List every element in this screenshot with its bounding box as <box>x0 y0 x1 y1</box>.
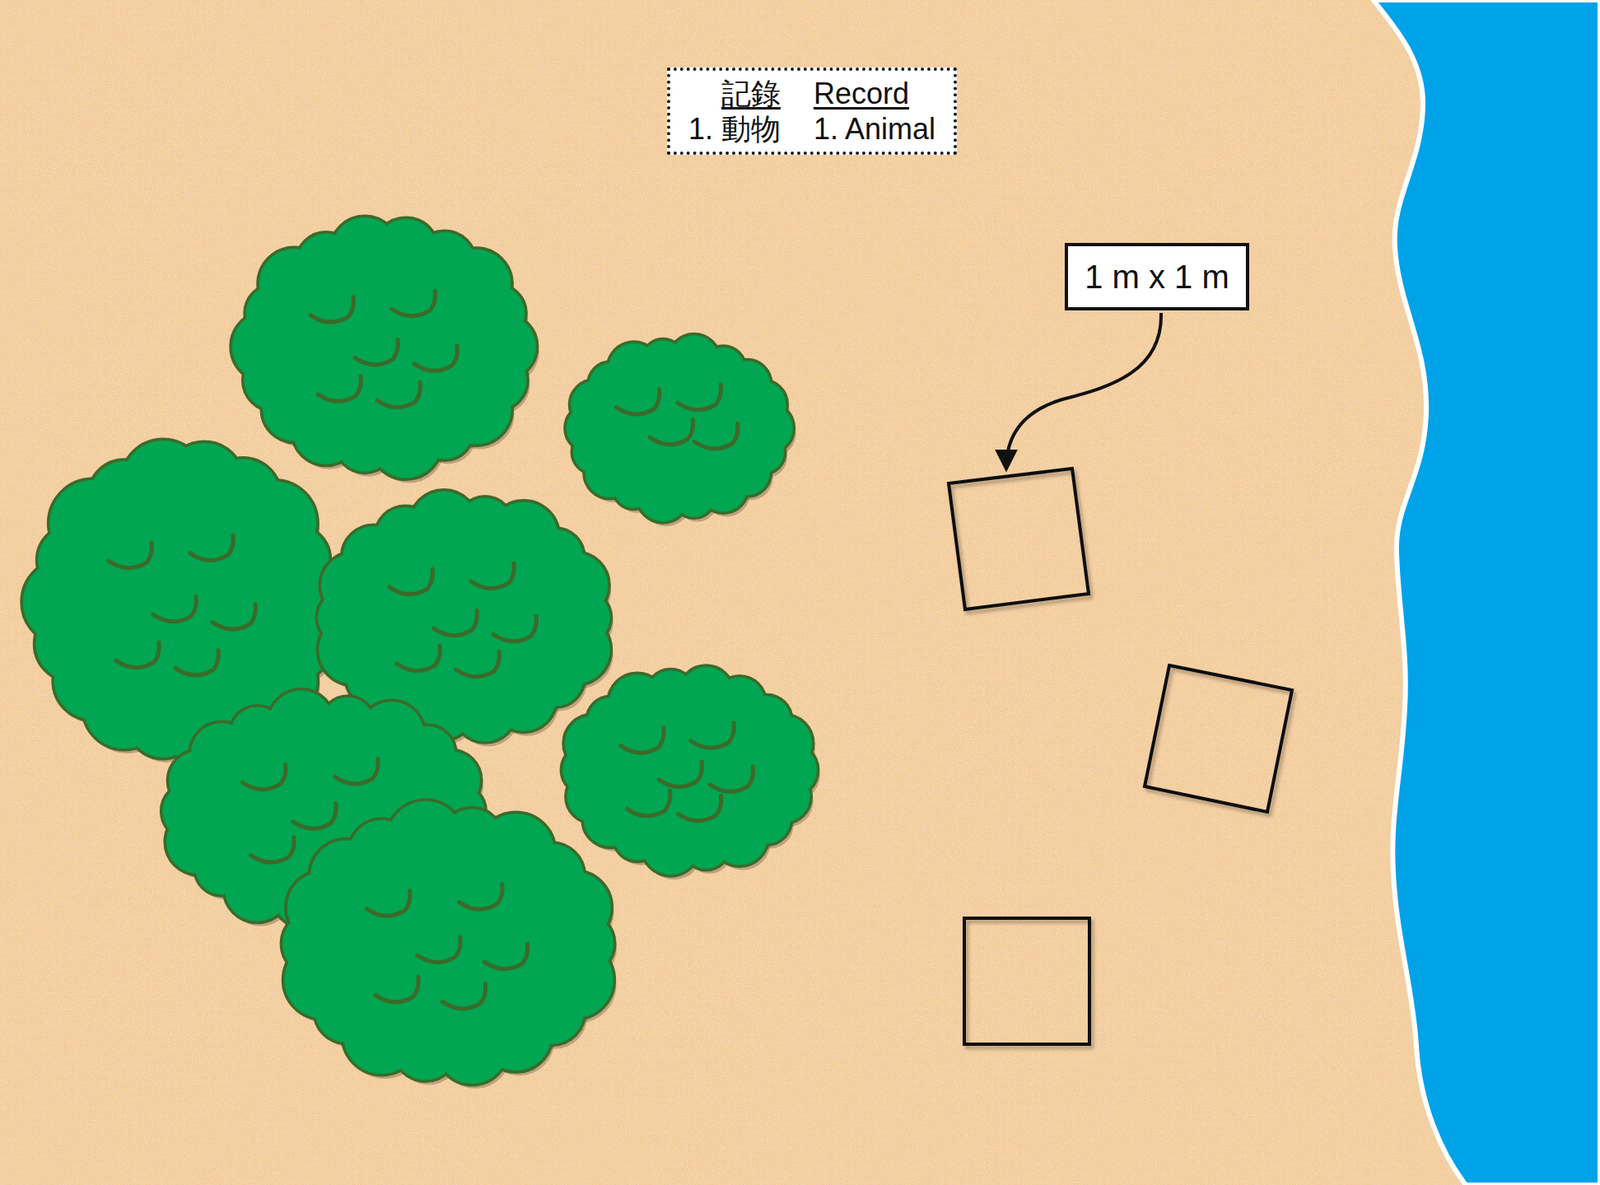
leaf-mark <box>389 569 433 595</box>
quadrat <box>948 468 1089 610</box>
leaf-mark <box>367 890 411 917</box>
leaf-mark <box>417 937 461 963</box>
leaf-mark <box>293 803 336 830</box>
leaf-mark <box>377 382 420 408</box>
bush-fill <box>562 667 817 875</box>
record-box: 記錄 Record 1. 動物 1. Animal <box>667 67 957 155</box>
leaf-mark <box>442 983 486 1009</box>
leaf-mark <box>242 764 286 790</box>
bush-outline <box>23 440 341 766</box>
bush-bump <box>543 553 608 618</box>
bush-outline <box>282 801 614 1084</box>
leaf-mark <box>108 542 152 569</box>
leaf-mark <box>695 424 738 450</box>
dimension-label: 1 m x 1 m <box>1064 242 1250 311</box>
leaf-mark <box>658 761 702 788</box>
bush-bump <box>468 284 525 341</box>
bush-bump <box>539 872 612 944</box>
record-item: 1. Animal <box>813 111 936 147</box>
bush <box>562 667 821 880</box>
leaf-mark <box>391 290 435 317</box>
leaf-mark <box>251 837 294 863</box>
bush <box>282 801 617 1089</box>
leaf-mark <box>678 795 722 821</box>
leaf-mark <box>456 651 500 677</box>
bush-fill <box>232 217 537 479</box>
bush <box>23 440 345 771</box>
bush-outline <box>232 217 537 479</box>
bush-fill <box>23 440 341 766</box>
leaf-mark <box>459 884 503 910</box>
record-item: 1. 動物 <box>688 111 781 147</box>
bush-fill <box>566 335 794 522</box>
bush-outline <box>562 667 817 875</box>
bush-bump <box>756 715 812 771</box>
bush-bump <box>756 715 812 771</box>
leaf-mark <box>649 419 693 445</box>
leaf-mark <box>433 610 477 636</box>
bush-fill <box>282 801 614 1084</box>
leader-arrow <box>1006 312 1162 468</box>
leaf-mark <box>484 943 528 970</box>
bush-group <box>23 217 821 1089</box>
bush-bump <box>739 381 787 429</box>
leaf-mark <box>620 727 664 754</box>
leaf-mark <box>677 384 721 411</box>
leaf-mark <box>493 615 537 642</box>
dimension-text: 1 m x 1 m <box>1084 256 1230 297</box>
water <box>1373 0 1600 1185</box>
bush <box>566 335 797 527</box>
leaf-mark <box>471 563 514 589</box>
quadrat-group <box>948 468 1293 1045</box>
leaf-mark <box>615 389 659 416</box>
leaf-mark <box>375 976 419 1003</box>
bush-bump <box>468 284 525 341</box>
bush-bump <box>543 553 608 618</box>
leaf-mark <box>116 642 159 668</box>
leaf-mark <box>354 339 398 365</box>
leaf-mark <box>310 297 354 323</box>
record-heading: 記錄 <box>688 75 781 112</box>
leaf-mark <box>212 604 256 630</box>
quadrat <box>1144 665 1293 812</box>
record-heading: Record <box>813 75 936 112</box>
leaf-mark <box>190 535 234 561</box>
leaf-mark <box>627 790 671 817</box>
leaf-mark <box>690 723 734 749</box>
leaf-mark <box>317 376 361 402</box>
leaf-mark <box>335 758 378 784</box>
leaf-mark <box>153 596 196 622</box>
quadrat <box>964 918 1090 1045</box>
bush-bump <box>739 381 787 429</box>
leaf-mark <box>396 645 440 672</box>
bush-bump <box>539 872 612 944</box>
bush-outline <box>566 335 794 522</box>
bush <box>232 217 540 484</box>
leaf-mark <box>175 649 219 676</box>
leaf-mark <box>414 345 458 372</box>
leaf-mark <box>709 766 753 793</box>
